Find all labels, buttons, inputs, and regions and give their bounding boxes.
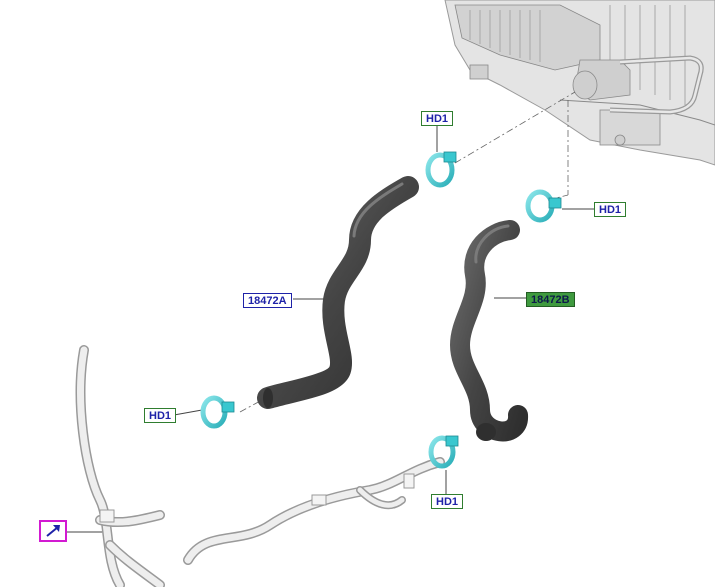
callout-hd1-left[interactable]: HD1: [144, 408, 177, 423]
heater-hose-18472b: [449, 220, 528, 442]
callout-18472b[interactable]: 18472B: [526, 292, 575, 307]
hose-clamp-bottom: [428, 435, 459, 469]
callout-hd1-top[interactable]: HD1: [421, 111, 454, 126]
hose-clamp-right: [525, 189, 562, 223]
hose-clamp-top: [425, 151, 457, 188]
coolant-pipes: [75, 345, 445, 587]
assembly-guide-lines: [239, 91, 576, 413]
heater-hose-18472a: [257, 176, 419, 409]
callout-18472a[interactable]: 18472A: [243, 293, 292, 308]
callout-leader-lines: [67, 125, 594, 533]
callout-hd1-bottom[interactable]: HD1: [431, 494, 464, 509]
callout-hd1-right[interactable]: HD1: [594, 202, 627, 217]
heater-core-module: [444, 0, 715, 166]
hose-clamp-left: [200, 395, 235, 429]
arrow-up-right-icon[interactable]: [39, 520, 67, 542]
